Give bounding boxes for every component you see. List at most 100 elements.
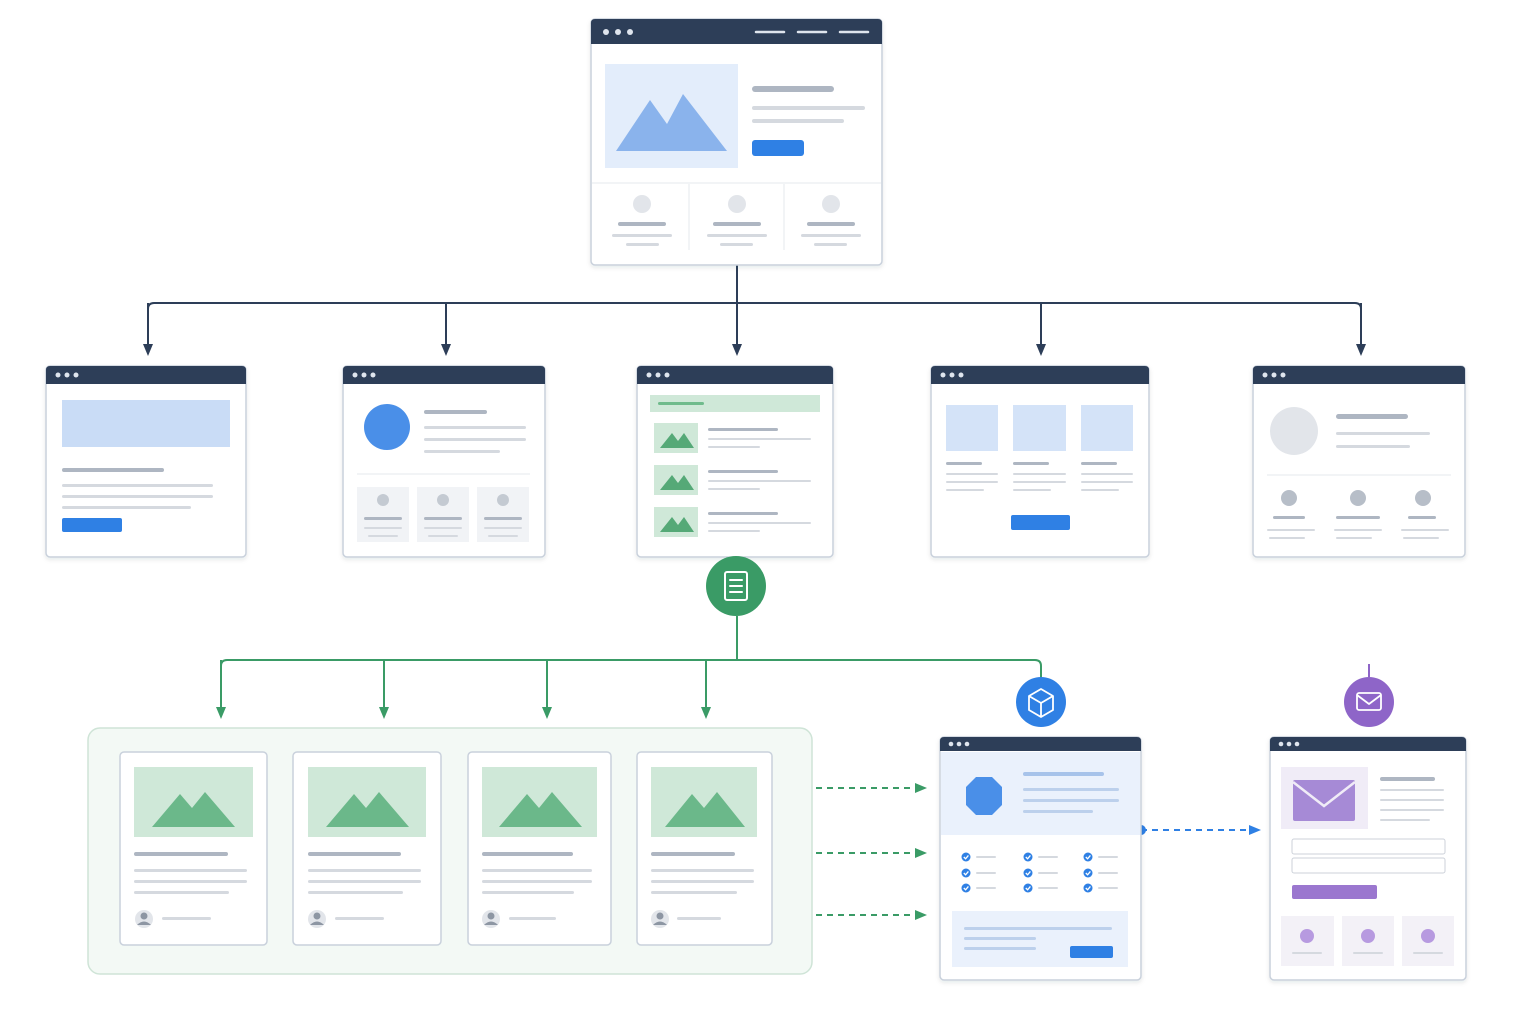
- title-line: [1023, 772, 1104, 776]
- page-b-window[interactable]: [342, 365, 546, 558]
- article-card-4[interactable]: [636, 751, 773, 946]
- email-field[interactable]: [1291, 857, 1446, 874]
- text-line: [752, 106, 865, 110]
- document-icon: [724, 571, 748, 601]
- text-line: [964, 937, 1036, 940]
- feature-column: [612, 195, 672, 246]
- team-member: [1401, 490, 1449, 539]
- text-line: [308, 869, 421, 872]
- header-bar: [650, 395, 820, 412]
- window-controls: [1262, 372, 1286, 378]
- connector-green-bus: [220, 659, 1042, 712]
- author-line: [509, 917, 556, 920]
- title-line: [1380, 777, 1435, 781]
- text-line: [964, 947, 1036, 950]
- list-item: [654, 465, 811, 495]
- cta-button[interactable]: [1011, 515, 1070, 530]
- text-line: [424, 450, 500, 453]
- mountain-icon: [152, 792, 235, 827]
- cta-button[interactable]: [62, 518, 122, 532]
- gallery-item: [946, 405, 998, 491]
- window-title-bar: [591, 19, 882, 44]
- article-card-1[interactable]: [119, 751, 268, 946]
- check-icon: [1023, 868, 1033, 878]
- content-hub-node[interactable]: [706, 556, 766, 616]
- window-title-bar: [637, 366, 833, 384]
- text-line: [1336, 445, 1410, 448]
- window-controls: [603, 29, 633, 35]
- name-field[interactable]: [1291, 838, 1446, 855]
- window-controls: [646, 372, 670, 378]
- window-title-bar: [343, 366, 545, 384]
- contact-node[interactable]: [1344, 677, 1394, 727]
- product-page-window[interactable]: [939, 736, 1142, 981]
- window-controls: [940, 372, 964, 378]
- connector-horizontal-bus: [147, 302, 1362, 350]
- text-line: [424, 426, 526, 429]
- contact-option: [1281, 916, 1334, 966]
- window-controls: [1278, 741, 1300, 747]
- text-line: [752, 119, 844, 123]
- text-line: [1380, 819, 1430, 821]
- submit-button[interactable]: [1292, 885, 1377, 899]
- text-line: [308, 880, 421, 883]
- title-line: [1336, 414, 1408, 419]
- title-line: [424, 410, 487, 414]
- author-line: [335, 917, 384, 920]
- contact-page-window[interactable]: [1269, 736, 1467, 981]
- gallery-item: [1081, 405, 1133, 491]
- feature-column: [707, 195, 767, 246]
- page-d-window[interactable]: [930, 365, 1150, 558]
- text-line: [651, 880, 754, 883]
- author-avatar: [308, 910, 326, 928]
- envelope-icon: [1356, 692, 1382, 711]
- article-card-3[interactable]: [467, 751, 612, 946]
- text-line: [1380, 809, 1444, 811]
- text-line: [62, 506, 191, 509]
- buy-button[interactable]: [1070, 946, 1113, 958]
- mountain-icon: [665, 792, 745, 827]
- text-line: [424, 438, 526, 441]
- hero-title-line: [752, 86, 834, 92]
- author-avatar: [482, 910, 500, 928]
- page-c-window[interactable]: [636, 365, 834, 558]
- text-line: [1023, 788, 1119, 791]
- contact-option: [1402, 916, 1454, 966]
- team-member: [1267, 490, 1315, 539]
- title-line: [62, 468, 164, 472]
- check-icon: [1083, 883, 1093, 893]
- text-line: [482, 891, 574, 894]
- window-controls: [55, 372, 79, 378]
- check-icon: [961, 852, 971, 862]
- text-line: [1336, 432, 1430, 435]
- connector-product-to-contact: [1136, 825, 1261, 835]
- feature-card: [357, 487, 409, 542]
- home-page-window[interactable]: [590, 18, 883, 266]
- window-title-bar: [46, 366, 246, 384]
- gallery-item: [1013, 405, 1066, 491]
- article-card-2[interactable]: [292, 751, 442, 946]
- check-icon: [961, 883, 971, 893]
- checklist: [961, 852, 1118, 893]
- text-line: [651, 891, 737, 894]
- connectors-content-branch: [216, 558, 1042, 719]
- text-line: [1380, 789, 1444, 791]
- contact-option: [1342, 916, 1394, 966]
- text-line: [308, 891, 403, 894]
- window-title-bar: [1270, 737, 1466, 751]
- hero-cta-button[interactable]: [752, 140, 804, 156]
- page-a-window[interactable]: [45, 365, 247, 558]
- cube-icon: [1028, 688, 1054, 718]
- check-icon: [1023, 883, 1033, 893]
- mountain-icon: [616, 94, 727, 151]
- author-line: [677, 917, 721, 920]
- text-line: [1023, 799, 1119, 802]
- check-icon: [1083, 852, 1093, 862]
- page-e-window[interactable]: [1252, 365, 1466, 558]
- check-icon: [1023, 852, 1033, 862]
- window-title-bar: [940, 737, 1141, 751]
- text-line: [482, 880, 592, 883]
- product-node[interactable]: [1016, 677, 1066, 727]
- check-icon: [961, 868, 971, 878]
